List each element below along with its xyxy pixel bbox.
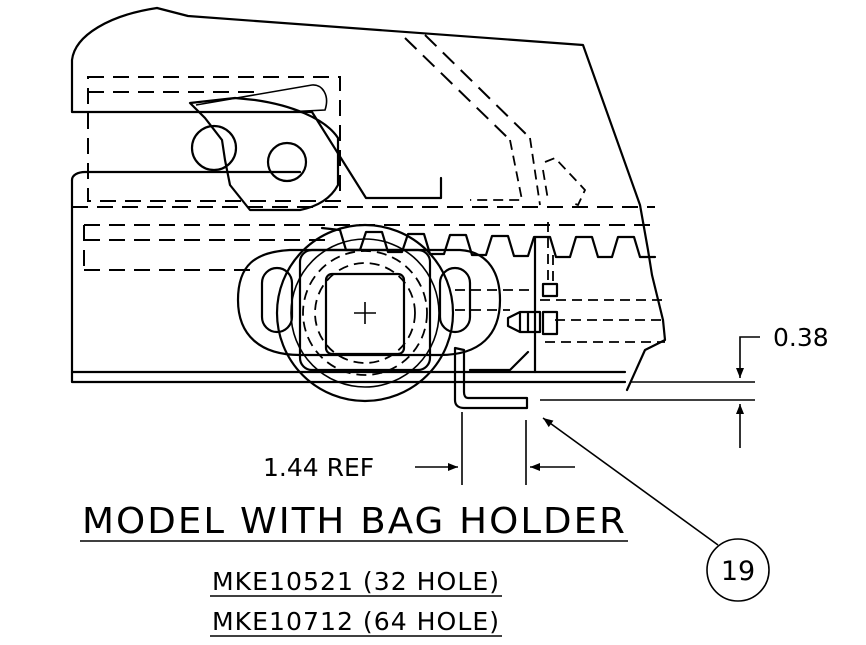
upper-hidden-frame [87, 76, 341, 202]
rack-teeth [320, 226, 657, 259]
dimension-offset-value: 1.44 REF [263, 453, 374, 482]
balloon-number: 19 [721, 556, 755, 587]
dimension-gap: 0.38 [540, 323, 829, 448]
drawing-title: MODEL WITH BAG HOLDER [82, 501, 627, 542]
dimension-gap-value: 0.38 [773, 323, 829, 352]
pivot-pin-large [190, 124, 238, 172]
center-mark [354, 302, 376, 324]
right-hidden-parts [455, 222, 665, 374]
lower-body [70, 170, 655, 384]
model-number-2: MKE10712 (64 HOLE) [212, 607, 500, 636]
bag-hook [542, 156, 587, 207]
bag-holder-rod [453, 346, 530, 410]
pivot-pin-small [266, 141, 308, 183]
model-number-1: MKE10521 (32 HOLE) [212, 567, 500, 596]
slot-right [438, 266, 472, 334]
slot-left [260, 266, 294, 334]
lever-link [188, 84, 340, 212]
nut-icon [506, 310, 542, 334]
slanted-hidden-member [404, 34, 541, 206]
title-block: MODEL WITH BAG HOLDER MKE10521 (32 HOLE)… [80, 501, 628, 637]
balloon-circle [706, 538, 770, 602]
upper-housing [70, 6, 667, 392]
item-balloon: 19 [542, 417, 770, 602]
dimension-offset: 1.44 REF [263, 412, 575, 485]
cam-wheel-assembly [236, 223, 502, 403]
